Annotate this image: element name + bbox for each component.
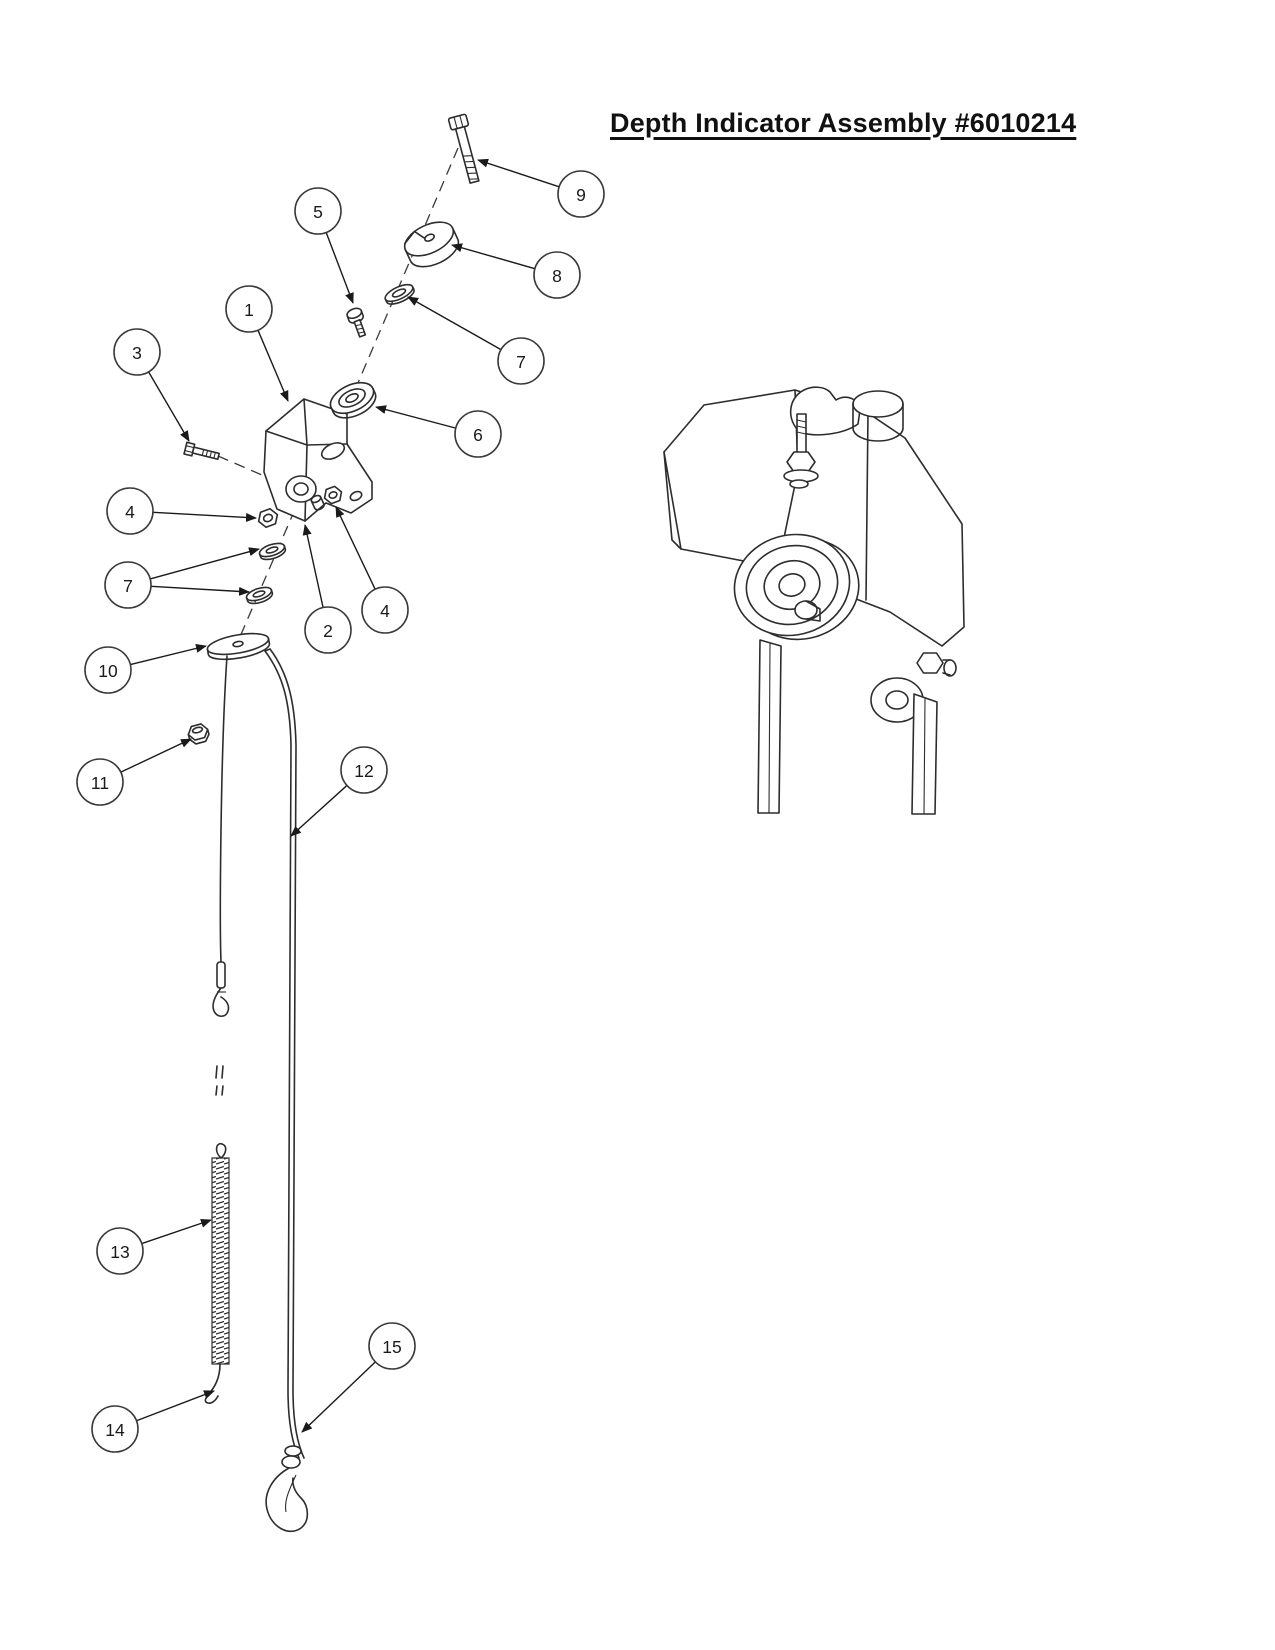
callout-circle [84, 646, 132, 694]
callout-7: 7 [104, 547, 260, 609]
part-snap-hook [265, 1445, 309, 1533]
callout-leader-line [407, 296, 502, 351]
callout-8: 8 [451, 243, 581, 299]
callout-13: 13 [96, 1218, 212, 1275]
callout-number: 3 [132, 343, 142, 363]
callout-2: 2 [302, 524, 352, 654]
callout-circle [91, 1405, 139, 1453]
callout-leader-line [290, 784, 348, 837]
callout-number: 1 [244, 300, 254, 320]
callout-number: 15 [382, 1337, 401, 1357]
part-hex-bolt [447, 113, 480, 184]
callout-circle [96, 1227, 144, 1275]
callout-circle [304, 606, 352, 654]
callout-leader-line [149, 547, 260, 580]
part-hex-nut-cable [187, 723, 210, 745]
callout-leader-line [302, 524, 324, 608]
callout-circle [76, 758, 124, 806]
callout-leader-line [150, 585, 250, 596]
callout-9: 9 [477, 158, 605, 218]
assembled-view [663, 386, 965, 815]
callout-circle [533, 251, 581, 299]
part-hex-nut-right [323, 485, 343, 505]
callout-leader-line [335, 506, 376, 590]
part-pivot-pin [310, 494, 325, 511]
part-hex-nut-left [257, 507, 279, 529]
part-washer-lower-2 [245, 586, 274, 605]
callout-3: 3 [113, 328, 190, 442]
part-bearing [329, 381, 377, 419]
part-washer-upper [384, 283, 415, 305]
callout-15: 15 [301, 1322, 416, 1433]
callout-number: 4 [125, 502, 135, 522]
callout-number: 7 [516, 352, 526, 372]
callout-leader-line [141, 1218, 212, 1245]
part-spring-tail [204, 1363, 221, 1404]
callout-10: 10 [84, 644, 207, 694]
callout-circle [113, 328, 161, 376]
part-clamp-block [403, 221, 460, 268]
callout-leader-line [451, 243, 536, 270]
callout-circle [557, 170, 605, 218]
callout-5: 5 [294, 187, 354, 304]
callout-circle [497, 337, 545, 385]
part-machine-screw [346, 307, 367, 338]
callout-leader-line [136, 1390, 215, 1422]
callout-circle [106, 487, 154, 535]
callout-number: 12 [354, 761, 373, 781]
callout-circle [104, 561, 152, 609]
part-indicator-rod [264, 648, 305, 1459]
part-bracket [263, 398, 373, 522]
callout-number: 14 [105, 1420, 125, 1440]
callout-leader-line [477, 158, 560, 188]
callout-leader-line [257, 329, 289, 402]
callout-circle [368, 1322, 416, 1370]
page-title: Depth Indicator Assembly #6010214 [610, 108, 1077, 138]
callout-number: 10 [98, 661, 118, 681]
callout-circle [340, 746, 388, 794]
callout-11: 11 [76, 738, 192, 806]
callout-leader-line [301, 1361, 376, 1433]
part-washer-lower-1 [258, 542, 287, 561]
callout-4: 4 [335, 506, 409, 634]
callout-circle [454, 410, 502, 458]
part-indicator-cable [212, 655, 230, 1096]
part-indicator-disc [206, 632, 271, 661]
callout-leader-line [120, 738, 192, 773]
callout-12: 12 [290, 746, 388, 837]
callout-number: 7 [123, 576, 133, 596]
callout-leader-line [325, 232, 354, 304]
part-extension-spring [211, 1142, 230, 1365]
callout-4: 4 [106, 487, 257, 535]
callout-7: 7 [407, 296, 545, 385]
callout-number: 2 [323, 621, 333, 641]
callout-number: 11 [91, 773, 109, 793]
callout-leader-line [147, 371, 190, 442]
callout-number: 5 [313, 202, 323, 222]
callout-number: 9 [576, 185, 586, 205]
callout-circle [225, 285, 273, 333]
callout-14: 14 [91, 1390, 215, 1453]
callout-number: 13 [110, 1242, 129, 1262]
callout-layer: 9 5 8 1 7 3 6 4 7 2 4 10 11 12 13 14 15 [76, 158, 605, 1453]
callout-leader-line [152, 511, 257, 522]
callout-number: 4 [380, 601, 390, 621]
callout-leader-line [375, 405, 456, 429]
callout-number: 6 [473, 425, 483, 445]
callout-leader-line [130, 644, 207, 666]
callout-circle [294, 187, 342, 235]
callout-number: 8 [552, 266, 562, 286]
callout-1: 1 [225, 285, 289, 402]
part-cap-screw [183, 441, 220, 461]
callout-circle [361, 586, 409, 634]
callout-6: 6 [375, 405, 502, 458]
